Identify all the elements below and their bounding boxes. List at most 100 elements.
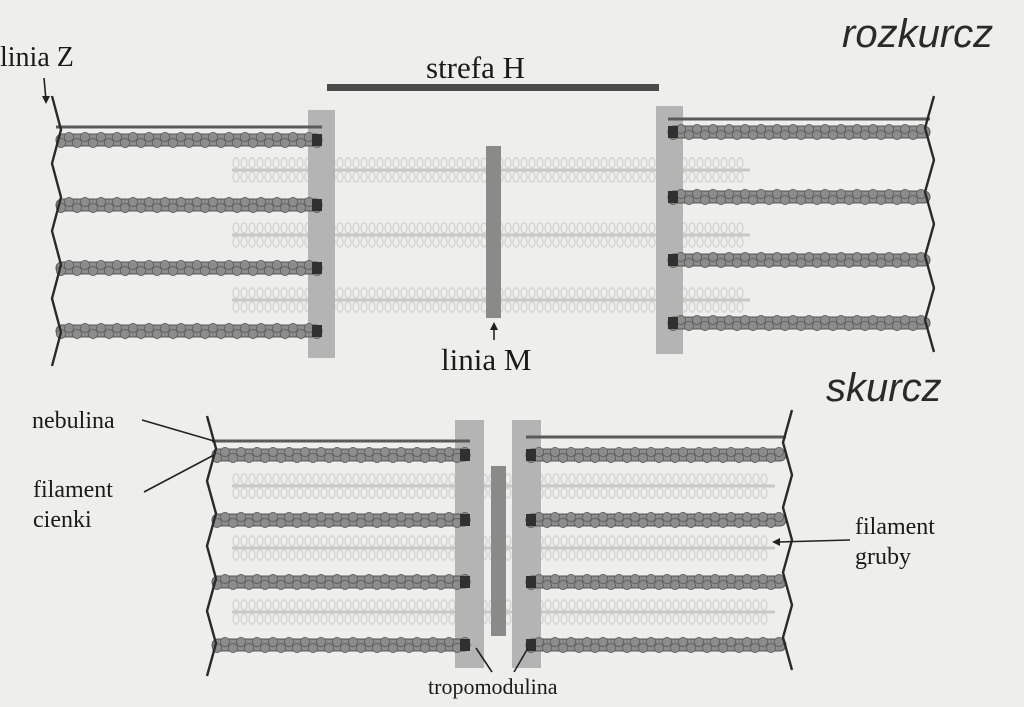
thin-filament-contracted-left-1-bead: [356, 453, 366, 463]
thin-filament-contracted-left-2-bead: [284, 512, 294, 522]
thick-filament-relaxed-1-head: [256, 157, 264, 169]
thin-filament-contracted-right-3-bead: [766, 580, 776, 590]
thick-filament-contracted-1-head: [280, 487, 288, 499]
thin-filament-relaxed-left-2-bead: [248, 203, 258, 213]
thick-filament-contracted-2-head: [656, 535, 664, 547]
thin-filament-relaxed-right-3-bead: [780, 258, 790, 268]
thin-filament-relaxed-left-2-bead: [88, 203, 98, 213]
thin-filament-contracted-right-2-bead: [542, 518, 552, 528]
thick-filament-relaxed-2-head: [464, 236, 472, 248]
label-nebulin: nebulina: [32, 408, 115, 434]
thin-filament-relaxed-left-2-bead: [232, 203, 242, 213]
thin-filament-relaxed-left-4-bead: [168, 329, 178, 339]
thin-filament-relaxed-right-1-bead: [724, 124, 734, 134]
thick-filament-contracted-2-head: [296, 549, 304, 561]
thin-filament-contracted-left-4-bead: [268, 637, 278, 647]
thick-filament-contracted-2-head: [336, 535, 344, 547]
thick-filament-relaxed-2-head: [616, 222, 624, 234]
thick-filament-relaxed-3-head: [280, 287, 288, 299]
thick-filament-relaxed-3-head: [552, 287, 560, 299]
thick-filament-relaxed-2-head: [280, 222, 288, 234]
thin-filament-relaxed-left-3-bead: [224, 260, 234, 270]
thin-filament-contracted-left-4-bead: [284, 637, 294, 647]
thin-filament-contracted-right-1-bead: [766, 453, 776, 463]
thick-filament-relaxed-2-head: [384, 222, 392, 234]
thick-filament-relaxed-3-head: [616, 301, 624, 313]
thick-filament-relaxed-1-head: [624, 171, 632, 183]
thin-filament-relaxed-right-2-bead: [852, 189, 862, 199]
thin-filament-relaxed-right-2-bead: [732, 195, 742, 205]
thin-filament-relaxed-right-2-bead: [788, 189, 798, 199]
thin-filament-relaxed-left-3-bead: [248, 266, 258, 276]
thin-filament-relaxed-left-3-bead: [256, 260, 266, 270]
thin-filament-relaxed-left-4-bead: [256, 323, 266, 333]
thin-filament-relaxed-right-1-bead: [868, 124, 878, 134]
thin-filament-relaxed-right-2-bead: [716, 195, 726, 205]
thin-filament-contracted-right-4-bead: [566, 637, 576, 647]
thick-filament-relaxed-2-head: [424, 236, 432, 248]
thick-filament-relaxed-2-head: [472, 222, 480, 234]
thin-filament-relaxed-right-3-bead: [684, 258, 694, 268]
thin-filament-contracted-left-3: [211, 574, 471, 590]
h-zone-bar: [327, 84, 659, 91]
thin-filament-contracted-right-4-bead: [718, 643, 728, 653]
thick-filament-relaxed-3-head: [688, 287, 696, 299]
pointer-tropomodulin-right: [513, 647, 529, 673]
thin-filament-contracted-right-2-bead: [582, 512, 592, 522]
thick-filament-contracted-1-head: [352, 487, 360, 499]
thin-filament-contracted-left-3-bead: [252, 574, 262, 584]
thin-filament-contracted-right-2-bead: [630, 512, 640, 522]
thin-filament-relaxed-left-3-bead: [176, 260, 186, 270]
thin-filament-relaxed-left-4-bead: [144, 323, 154, 333]
thick-filament-contracted-3-head: [360, 599, 368, 611]
thin-filament-relaxed-right-2-bead: [764, 195, 774, 205]
thin-filaments-layer: [55, 124, 931, 653]
thin-filament-relaxed-right-3-bead: [908, 258, 918, 268]
thick-filament-contracted-1-head: [672, 473, 680, 485]
thick-filament-contracted-3-head: [664, 599, 672, 611]
thin-filament-contracted-right-1-bead: [750, 453, 760, 463]
thin-filament-contracted-left-2-bead: [324, 518, 334, 528]
thick-filament-relaxed-1-head: [520, 171, 528, 183]
thin-filament-contracted-left-3-bead: [356, 580, 366, 590]
thick-filament-contracted-2-head: [320, 549, 328, 561]
thin-filament-contracted-left-4-bead: [380, 637, 390, 647]
thick-filament-contracted-3-head: [616, 599, 624, 611]
thin-filament-relaxed-right-1-bead: [684, 130, 694, 140]
thick-filament-relaxed-3-head: [536, 287, 544, 299]
thick-filament-contracted-1-head: [432, 473, 440, 485]
thin-filament-contracted-left-1-bead: [388, 453, 398, 463]
thick-filament-contracted-2-head: [720, 549, 728, 561]
thick-filament-contracted-1-head: [696, 487, 704, 499]
thick-filament-relaxed-2-head: [272, 222, 280, 234]
thick-filament-relaxed-2-head: [584, 222, 592, 234]
thick-filament-contracted-2-head: [288, 549, 296, 561]
thick-filament-contracted-3-head: [696, 613, 704, 625]
thick-filament-contracted-2-head: [240, 535, 248, 547]
thick-filament-relaxed-2-head: [456, 236, 464, 248]
thick-filament-contracted-2-head: [600, 549, 608, 561]
thick-filament-relaxed-1-head: [360, 171, 368, 183]
pointer-tropomodulin-left: [475, 647, 493, 673]
thick-filament-contracted-2-head: [744, 549, 752, 561]
thin-filament-relaxed-left-4-bead: [192, 323, 202, 333]
thick-filament-contracted-1-head: [688, 473, 696, 485]
thick-filament-contracted-3-head: [336, 599, 344, 611]
thick-filament-contracted-1-head: [392, 473, 400, 485]
thin-filament-relaxed-left-1-bead: [208, 132, 218, 142]
thin-filament-relaxed-left-1-bead: [104, 138, 114, 148]
thick-filament-contracted-2-head: [552, 535, 560, 547]
thick-filament-contracted-3-head: [248, 599, 256, 611]
thick-filament-relaxed-2-head: [240, 236, 248, 248]
thin-filament-contracted-right-3-bead: [686, 580, 696, 590]
thick-filament-contracted-3-head: [600, 613, 608, 625]
thick-filament-contracted-2-head: [680, 549, 688, 561]
thin-filament-contracted-right-2-bead: [566, 512, 576, 522]
thin-filament-contracted-right-4-bead: [678, 637, 688, 647]
thick-filament-contracted-1-head: [728, 487, 736, 499]
thick-filament-contracted-1-head: [544, 487, 552, 499]
thick-filament-contracted-2-head: [576, 549, 584, 561]
thick-filament-relaxed-3-head: [296, 287, 304, 299]
thin-filament-relaxed-right-3-bead: [820, 252, 830, 262]
thin-filament-relaxed-left-3-bead: [72, 266, 82, 276]
